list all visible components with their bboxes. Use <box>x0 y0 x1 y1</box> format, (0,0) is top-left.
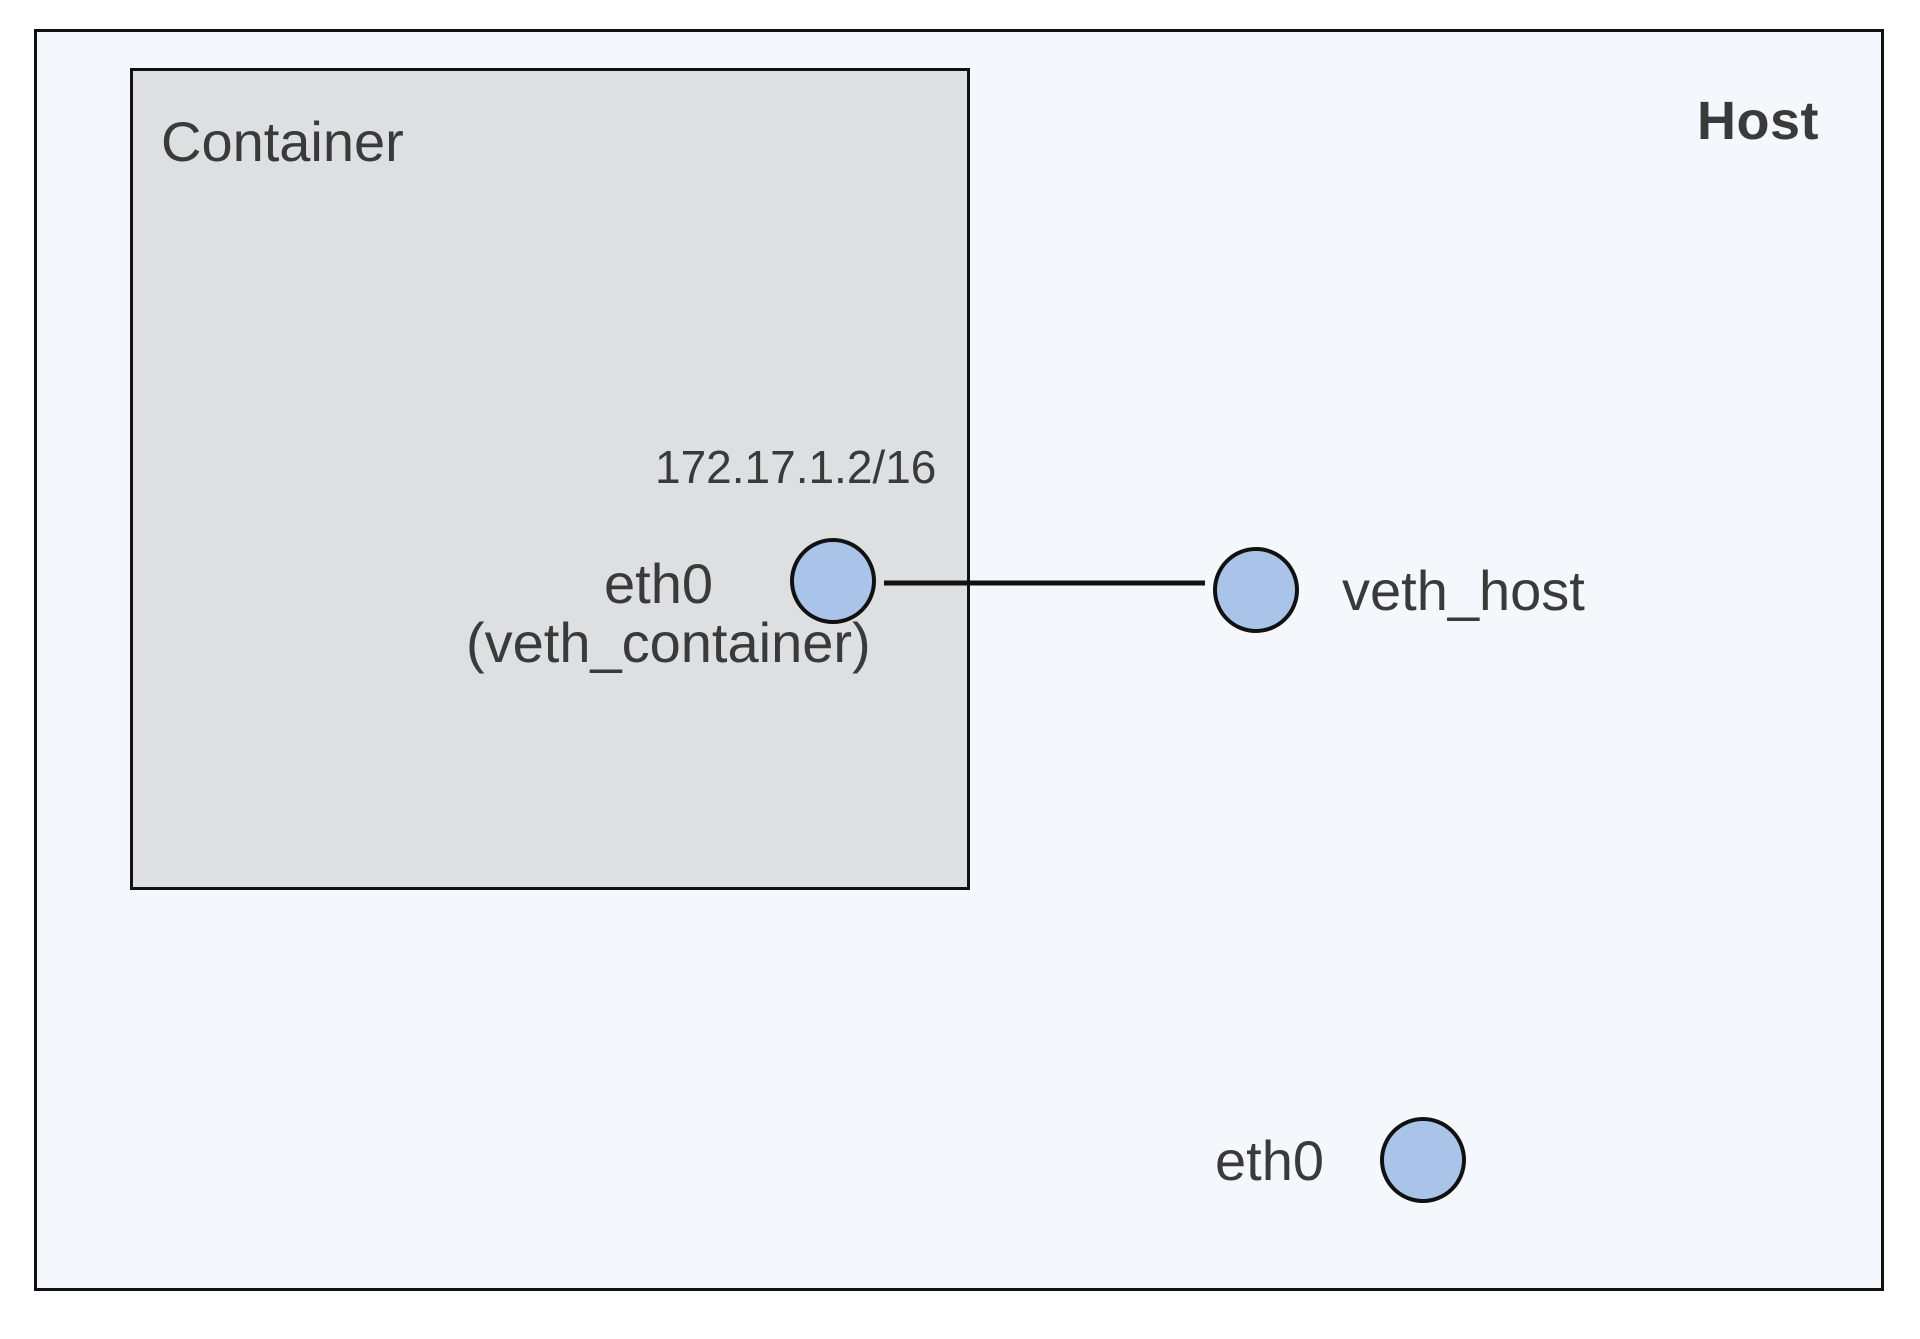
container-label: Container <box>161 110 404 173</box>
veth-host-node <box>1213 547 1299 633</box>
host-eth0-label: eth0 <box>1215 1129 1324 1192</box>
container-eth0-node <box>790 538 876 624</box>
host-eth0-node <box>1380 1117 1466 1203</box>
host-label: Host <box>1697 91 1819 151</box>
veth-host-label: veth_host <box>1342 559 1585 622</box>
container-veth-alias-label: (veth_container) <box>466 611 871 674</box>
container-box: Container <box>130 68 970 890</box>
container-ip-label: 172.17.1.2/16 <box>655 441 937 493</box>
container-eth0-label: eth0 <box>604 552 713 615</box>
